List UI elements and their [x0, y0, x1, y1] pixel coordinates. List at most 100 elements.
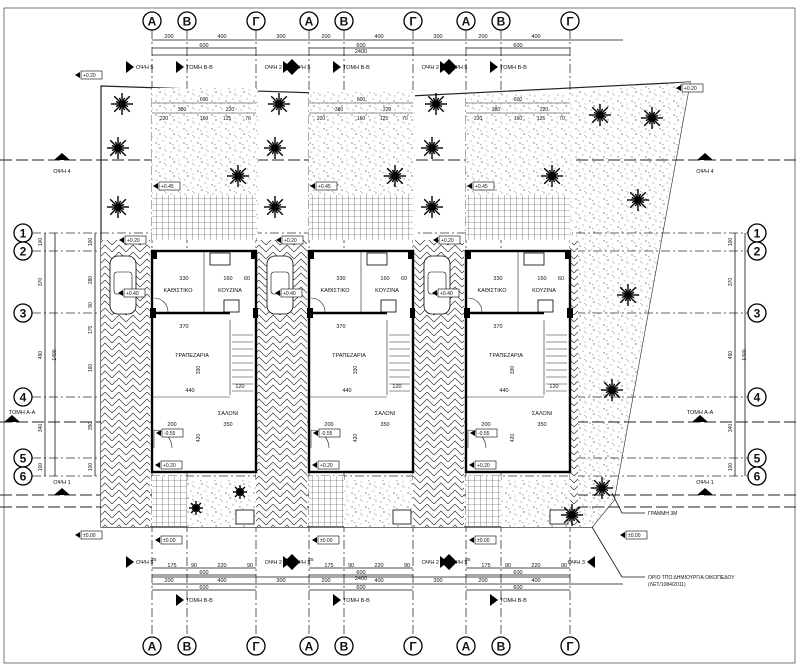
car-body: [109, 255, 137, 315]
level-entry-text: -0.55: [321, 431, 333, 437]
level-box: [474, 460, 497, 470]
view-5-label: ΟΨΗ 5: [450, 65, 467, 71]
level-arrow-icon: [312, 462, 317, 468]
tree-icon: [541, 165, 563, 187]
view-2-label-bottom: ΟΨΗ 2: [265, 560, 282, 566]
tree-center: [634, 196, 642, 204]
tree-icon: [227, 165, 249, 187]
garden-dim-e: 125: [223, 116, 232, 122]
view-marker-icon: [126, 556, 134, 568]
room-label-dining: ΤΡΑΠΕΖΑΡΙΑ: [332, 353, 366, 359]
bottom-dim-bg: 400: [374, 578, 383, 584]
top-dim-total: 2400: [355, 49, 367, 55]
dim-stair: 120: [392, 384, 401, 390]
kitchen-counter: [537, 299, 554, 313]
dim-depth: 330: [510, 366, 516, 375]
grid-row-left-5-label: 5: [20, 452, 27, 466]
bottom-dim-4: 90: [247, 563, 253, 569]
garden-dim-d: 160: [357, 116, 366, 122]
room-label-living: ΚΑΘΙΣΤΙΚΟ: [320, 288, 350, 294]
level-arrow-icon: [153, 183, 158, 189]
dim-depth: 330: [353, 366, 359, 375]
grid-col-top-Γ-label: Γ: [252, 15, 260, 29]
level-arrow-icon: [620, 532, 625, 538]
section-aa-label-left: ΤΟΜΗ Α-Α: [9, 410, 36, 416]
level-front-text: ±0.00: [320, 538, 333, 544]
grid-row-left-6-bubble: [13, 466, 33, 486]
bottom-dim-total: 2400: [355, 576, 367, 582]
bottom-dim-bg: 400: [531, 578, 540, 584]
column-pillar: [253, 308, 259, 318]
leader-line-boundary: [591, 526, 645, 578]
tree-center: [391, 172, 399, 180]
view-1-label-right: ΟΨΗ 1: [696, 480, 713, 486]
view-4-label-right: ΟΨΗ 4: [696, 169, 713, 175]
kitchen-counter: [223, 299, 240, 313]
tree-icon: [384, 165, 406, 187]
level-front-text: ±0.00: [477, 538, 490, 544]
grid-row-right-2-bubble: [747, 241, 767, 261]
top-dim-house: 600: [356, 43, 365, 49]
tree-icon: [627, 189, 649, 211]
tree-icon: [111, 93, 133, 115]
grid-col-top-Α-label: Α: [305, 15, 314, 29]
level-entry: -0.55: [156, 428, 184, 438]
view-marker-icon: [697, 153, 713, 160]
grid-col-top-Α-bubble: [299, 11, 319, 31]
grid-col-bottom-Γ-bubble: [560, 636, 580, 656]
grid-col-top-Γ-label: Γ: [566, 15, 574, 29]
top-dim-gap: 300: [433, 34, 442, 40]
dim-salon-width: 350: [537, 422, 546, 428]
tree-center: [608, 386, 616, 394]
tree-center: [237, 489, 243, 495]
dim-stair: 120: [549, 384, 558, 390]
terrace-tiles: [309, 195, 413, 240]
grid-col-top-Β-bubble: [177, 11, 197, 31]
grid-col-top-Γ-label: Γ: [409, 15, 417, 29]
tree-icon: [641, 107, 663, 129]
level-garden: +0.45: [467, 181, 495, 191]
kitchen-sink: [366, 252, 388, 266]
level-porch-text: +0.20: [320, 463, 333, 469]
dim-stair: 120: [235, 384, 244, 390]
tree-icon: [107, 196, 129, 218]
bottom-dim-3: 220: [374, 563, 383, 569]
garden-strip: [570, 94, 572, 244]
dim-living-width: 330: [493, 276, 502, 282]
level-top-left-text: +0.20: [83, 73, 96, 79]
level-parking-text: +0.40: [126, 291, 139, 297]
section-bb-label-bottom: ΤΟΜΗ Β-Β: [186, 598, 213, 604]
column-pillar: [410, 308, 416, 318]
bottom-dim-1: 175: [481, 563, 490, 569]
room-label-salon: ΣΑΛΟΝΙ: [218, 411, 239, 417]
level-box: [280, 288, 303, 298]
grid-row-left-3-label: 3: [20, 307, 27, 321]
car-body: [423, 255, 451, 315]
level-bottom-right-text: ±0.00: [628, 533, 641, 539]
dim-salon-width: 350: [380, 422, 389, 428]
dim-kitchen-width: 160: [223, 276, 232, 282]
view-5-label-bottom: ΟΨΗ 5: [450, 560, 467, 566]
section-marker-icon: [176, 594, 184, 606]
level-garden-text: +0.45: [161, 184, 174, 190]
dim-dining-width: 370: [493, 324, 502, 330]
level-top-right-text: +0.20: [684, 86, 697, 92]
grid-row-right-3-bubble: [747, 303, 767, 323]
level-box: [437, 288, 460, 298]
dim-dining-width: 370: [179, 324, 188, 330]
view-marker-icon: [587, 556, 595, 568]
tree-center: [648, 114, 656, 122]
section-bb-label-bottom: ΤΟΜΗ Β-Β: [500, 598, 527, 604]
grid-col-top-Γ-bubble: [246, 11, 266, 31]
level-terrace-text: +0.20: [127, 238, 140, 244]
garden-dim-b: 220: [383, 107, 392, 113]
left-dim: 370: [38, 278, 44, 287]
tree-center: [114, 144, 122, 152]
section-marker-icon: [176, 61, 184, 73]
grid-col-bottom-Α-bubble: [456, 636, 476, 656]
left-dim-total: 1400: [52, 349, 58, 360]
tree-icon: [421, 137, 443, 159]
tree-icon: [233, 485, 247, 499]
tree-icon: [617, 284, 639, 306]
